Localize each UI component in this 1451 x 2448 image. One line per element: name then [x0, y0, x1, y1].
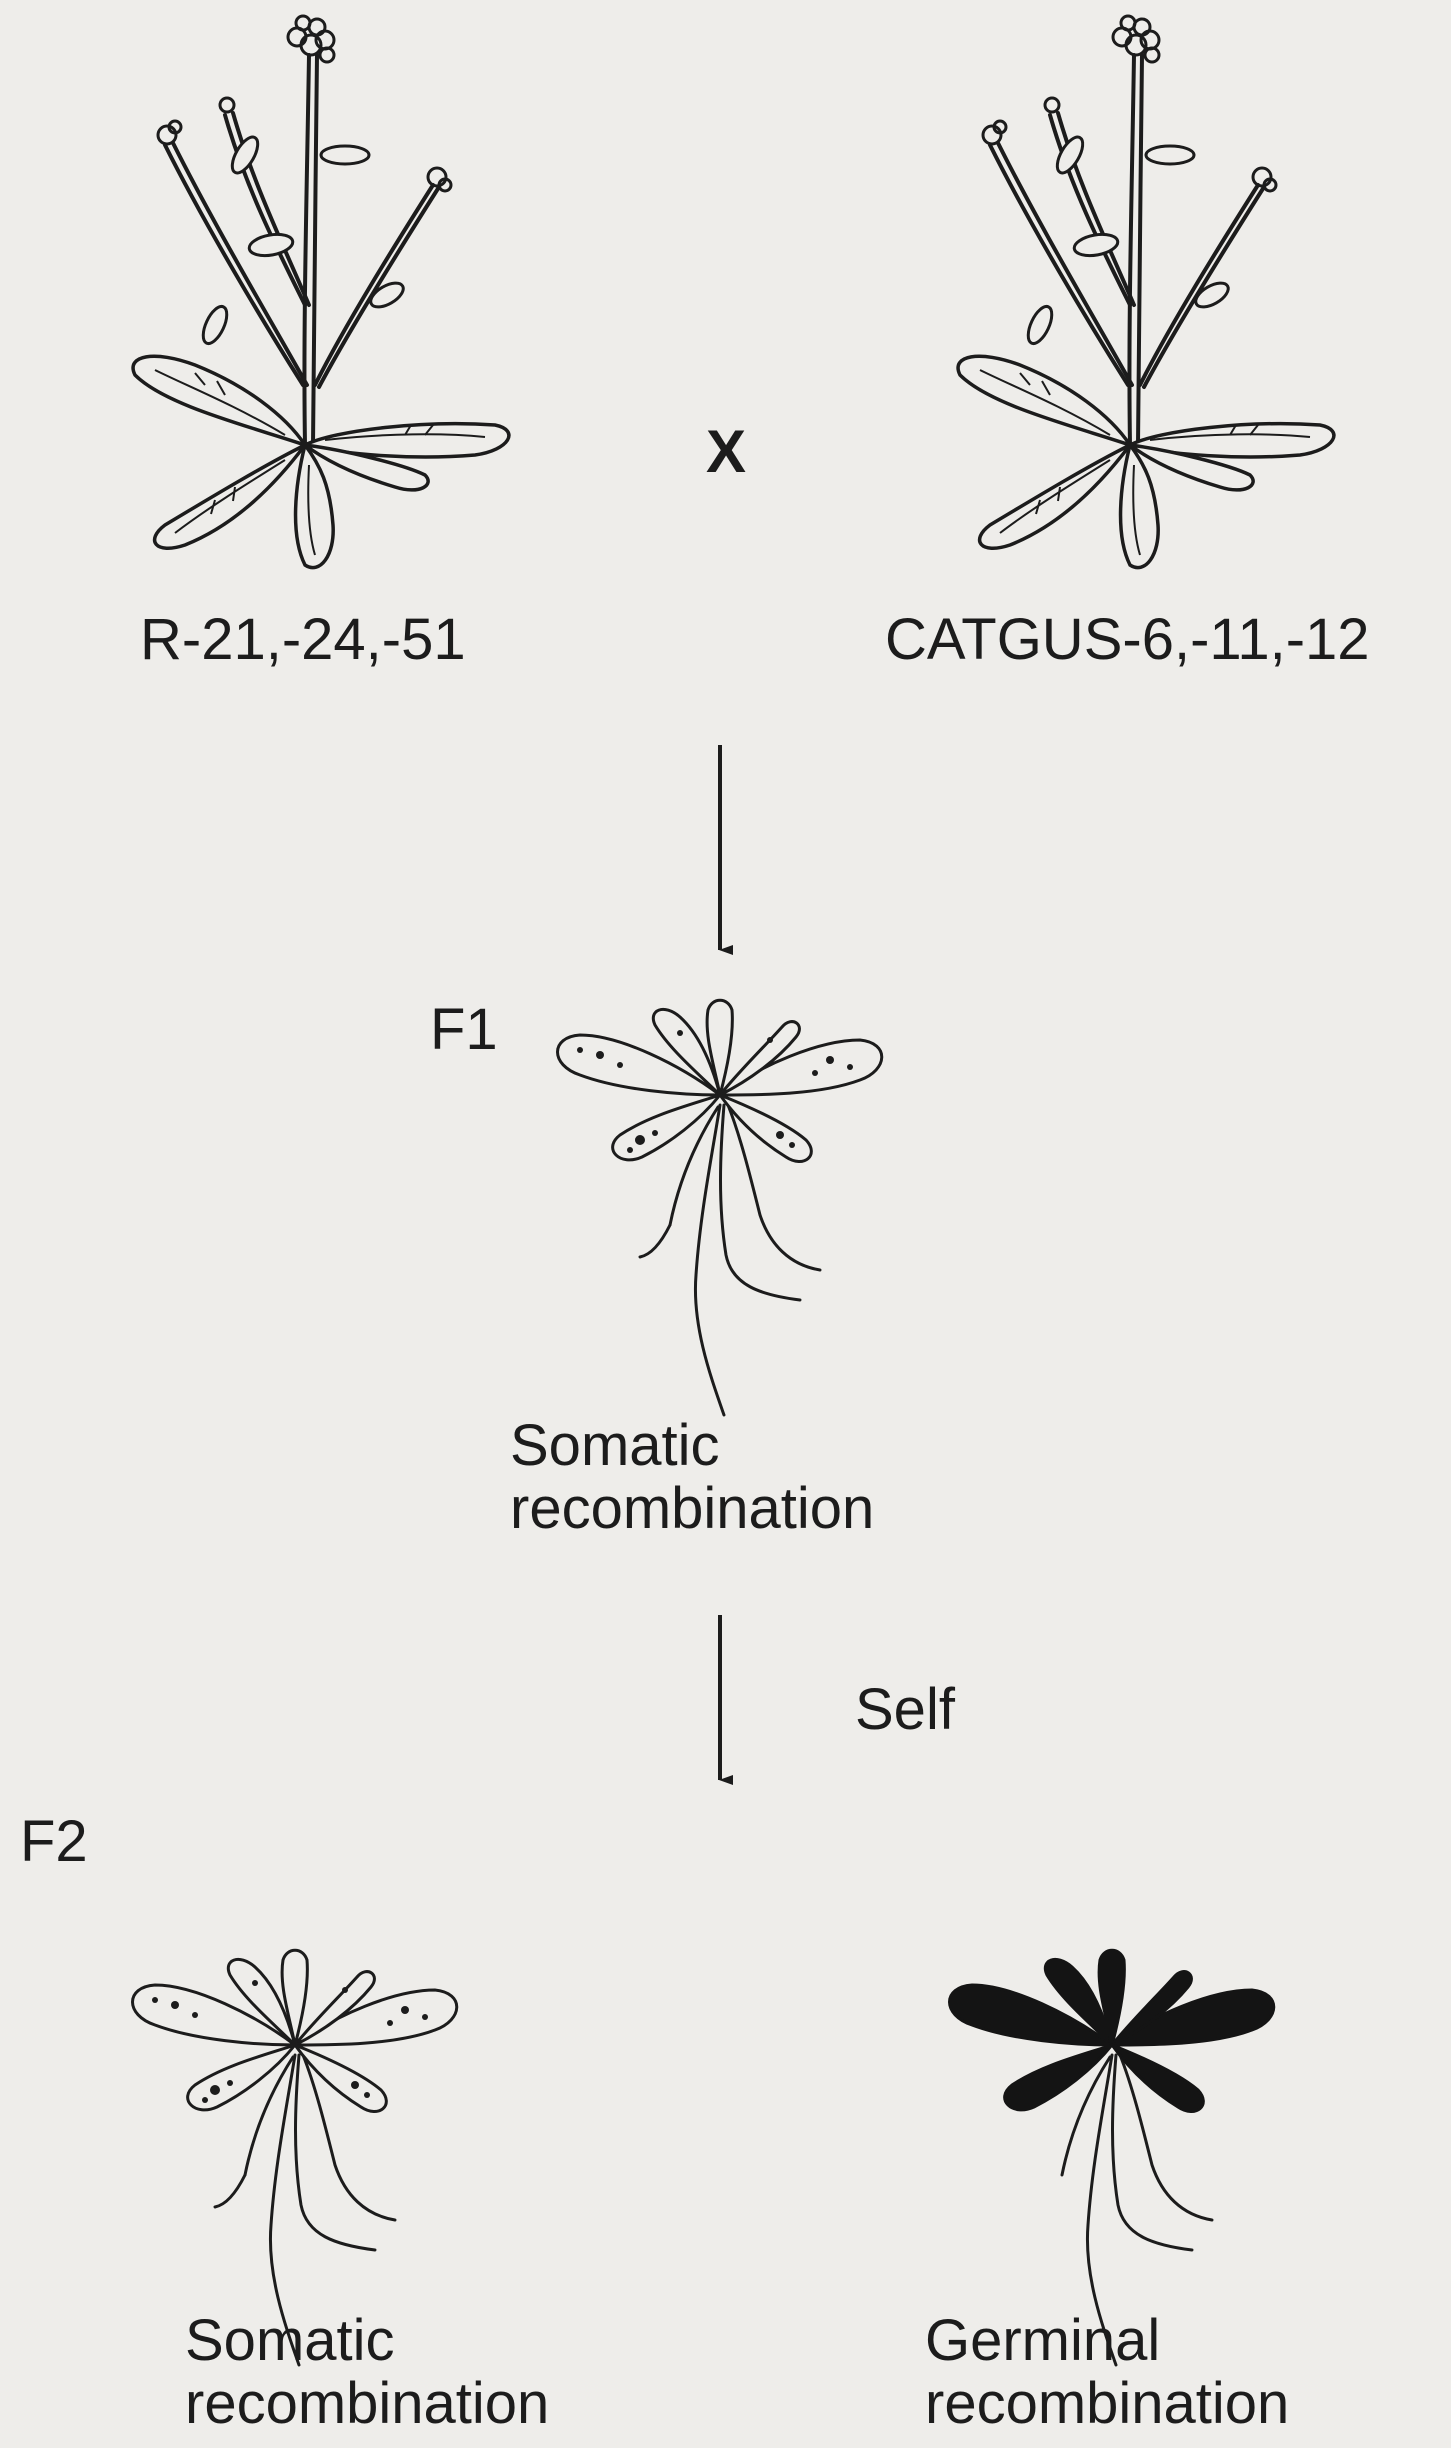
parent-right-label: CATGUS-6,-11,-12: [885, 610, 1370, 671]
f2-left-caption-line1: Somatic: [185, 2310, 549, 2373]
parent-plant-right-illustration: [958, 16, 1334, 568]
f2-germinal-seedling-illustration: [950, 1950, 1274, 2365]
f2-right-caption-line2: recombination: [925, 2373, 1289, 2436]
f2-right-caption-line1: Germinal: [925, 2310, 1289, 2373]
cross-symbol: X: [706, 420, 746, 483]
f1-caption-line1: Somatic: [510, 1415, 874, 1478]
f1-seedling-illustration: [558, 1000, 882, 1415]
f2-somatic-seedling-illustration: [133, 1950, 457, 2365]
f1-generation-label: F1: [430, 1000, 498, 1061]
self-label: Self: [855, 1680, 955, 1741]
f2-left-caption: Somatic recombination: [185, 2310, 549, 2435]
f1-caption-line2: recombination: [510, 1478, 874, 1541]
f1-caption: Somatic recombination: [510, 1415, 874, 1540]
parent-left-label: R-21,-24,-51: [140, 610, 466, 671]
f2-generation-label: F2: [20, 1812, 88, 1873]
parent-plant-left-illustration: [133, 16, 509, 568]
f2-left-caption-line2: recombination: [185, 2373, 549, 2436]
f2-right-caption: Germinal recombination: [925, 2310, 1289, 2435]
